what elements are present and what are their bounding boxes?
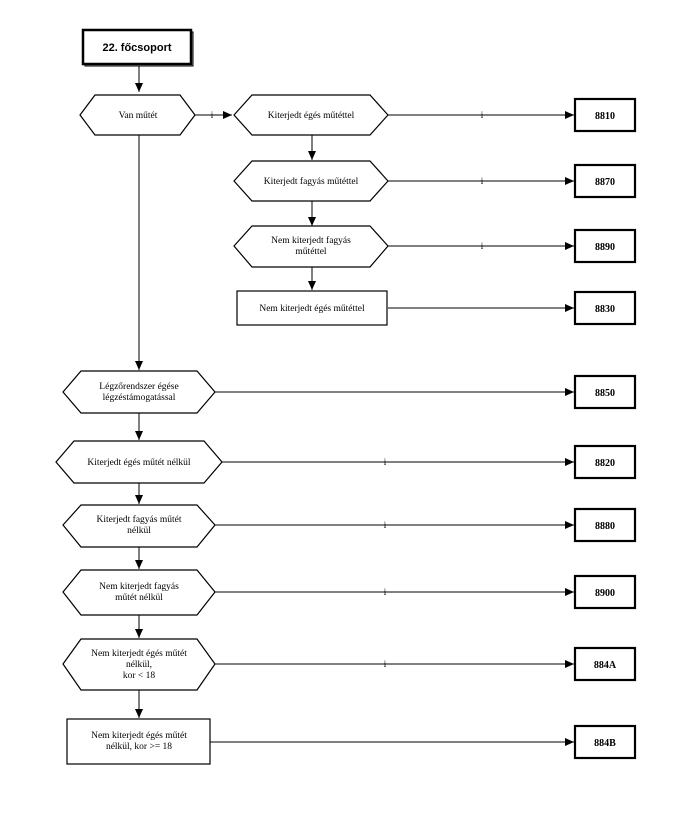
yes-label: i [481,110,484,120]
code-box [573,290,637,326]
process-box [66,718,211,765]
code-box [573,228,637,264]
code-8880: 8880 [573,507,637,543]
label-line: nélkül, kor >= 18 [106,742,172,752]
decision-label: Kiterjedt égés műtéttel [268,111,355,121]
label-line: Kiterjedt égés műtét nélkül [87,458,191,468]
decision-kiterjedt-eges-mutettel: Kiterjedt égés műtéttel [233,94,389,136]
decision-shape [62,504,216,548]
code-label: 8870 [595,177,615,188]
decision-shape [62,638,216,691]
code-label: 8820 [595,458,615,469]
decision-shape [62,569,216,616]
code-label: 8880 [595,521,615,532]
yes-label: i [211,110,214,120]
connectors: i i i i i i i i [135,66,574,746]
yes-label: i [384,659,387,669]
label-line: nélkül, [126,660,152,670]
decision-label: Van műtét [119,111,158,121]
label-line: Van műtét [119,111,158,121]
code-box [573,97,637,133]
yes-label: i [481,241,484,251]
decision-shape [55,440,223,484]
yes-label: i [384,520,387,530]
label-line: Kiterjedt fagyás műtéttel [264,176,359,187]
code-box [573,574,637,610]
box-nem-kiterjedt-eges-mutettel: Nem kiterjedt égés műtéttel [236,290,388,326]
code-box [573,374,637,410]
title-text: 22. főcsoport [102,42,171,54]
label-line: Nem kiterjedt égés műtét [91,731,187,741]
code-box [573,507,637,543]
title-node: 22. főcsoport [81,28,194,67]
yes-label: i [384,587,387,597]
label-line: Kiterjedt égés műtéttel [268,111,355,121]
label-line: Kiterjedt fagyás műtét [97,514,182,525]
code-8890: 8890 [573,228,637,264]
code-8810: 8810 [573,97,637,133]
code-884A: 884A [573,646,637,682]
code-8900: 8900 [573,574,637,610]
code-884B: 884B [573,724,637,760]
decision-shape [79,94,196,136]
code-8820: 8820 [573,444,637,480]
code-label: 8890 [595,242,615,253]
process-box [236,290,388,326]
decision-kiterjedt-eges-nelkul: Kiterjedt égés műtét nélkül [55,440,223,484]
yes-label: i [384,457,387,467]
code-box [573,444,637,480]
decision-kiterjedt-fagyas-mutettel: Kiterjedt fagyás műtéttel [233,160,389,202]
label-line: Nem kiterjedt fagyás [271,235,351,246]
label-line: Nem kiterjedt égés műtét [91,649,187,659]
label-line: műtét nélkül [115,593,163,603]
code-box [573,724,637,760]
label-line: kor < 18 [123,671,156,681]
label-line: műtéttel [295,247,326,257]
code-label: 884A [594,660,617,671]
decision-label: Kiterjedt égés műtét nélkül [87,458,191,468]
label-line: Légzőrendszer égése [99,382,178,392]
title-box [81,28,193,66]
code-box [573,646,637,682]
code-label: 8900 [595,588,615,599]
code-label: 8850 [595,388,615,399]
code-label: 8830 [595,304,615,315]
code-8870: 8870 [573,163,637,199]
label-line: Nem kiterjedt égés műtéttel [259,304,365,314]
code-label: 884B [594,738,616,749]
label-line: Nem kiterjedt fagyás [99,581,179,592]
label-line: légzéstámogatással [103,393,176,403]
decision-label: Kiterjedt fagyás műtéttel [264,176,359,187]
yes-label: i [481,176,484,186]
decision-shape [233,225,389,268]
label-line: nélkül [127,526,151,536]
code-8830: 8830 [573,290,637,326]
decision-shape [62,370,216,414]
decision-shape [233,160,389,202]
decision-shape [233,94,389,136]
decision-van-mutet: Van műtét [79,94,196,136]
process-label: Nem kiterjedt égés műtéttel [259,304,365,314]
code-label: 8810 [595,111,615,122]
code-box [573,163,637,199]
code-8850: 8850 [573,374,637,410]
